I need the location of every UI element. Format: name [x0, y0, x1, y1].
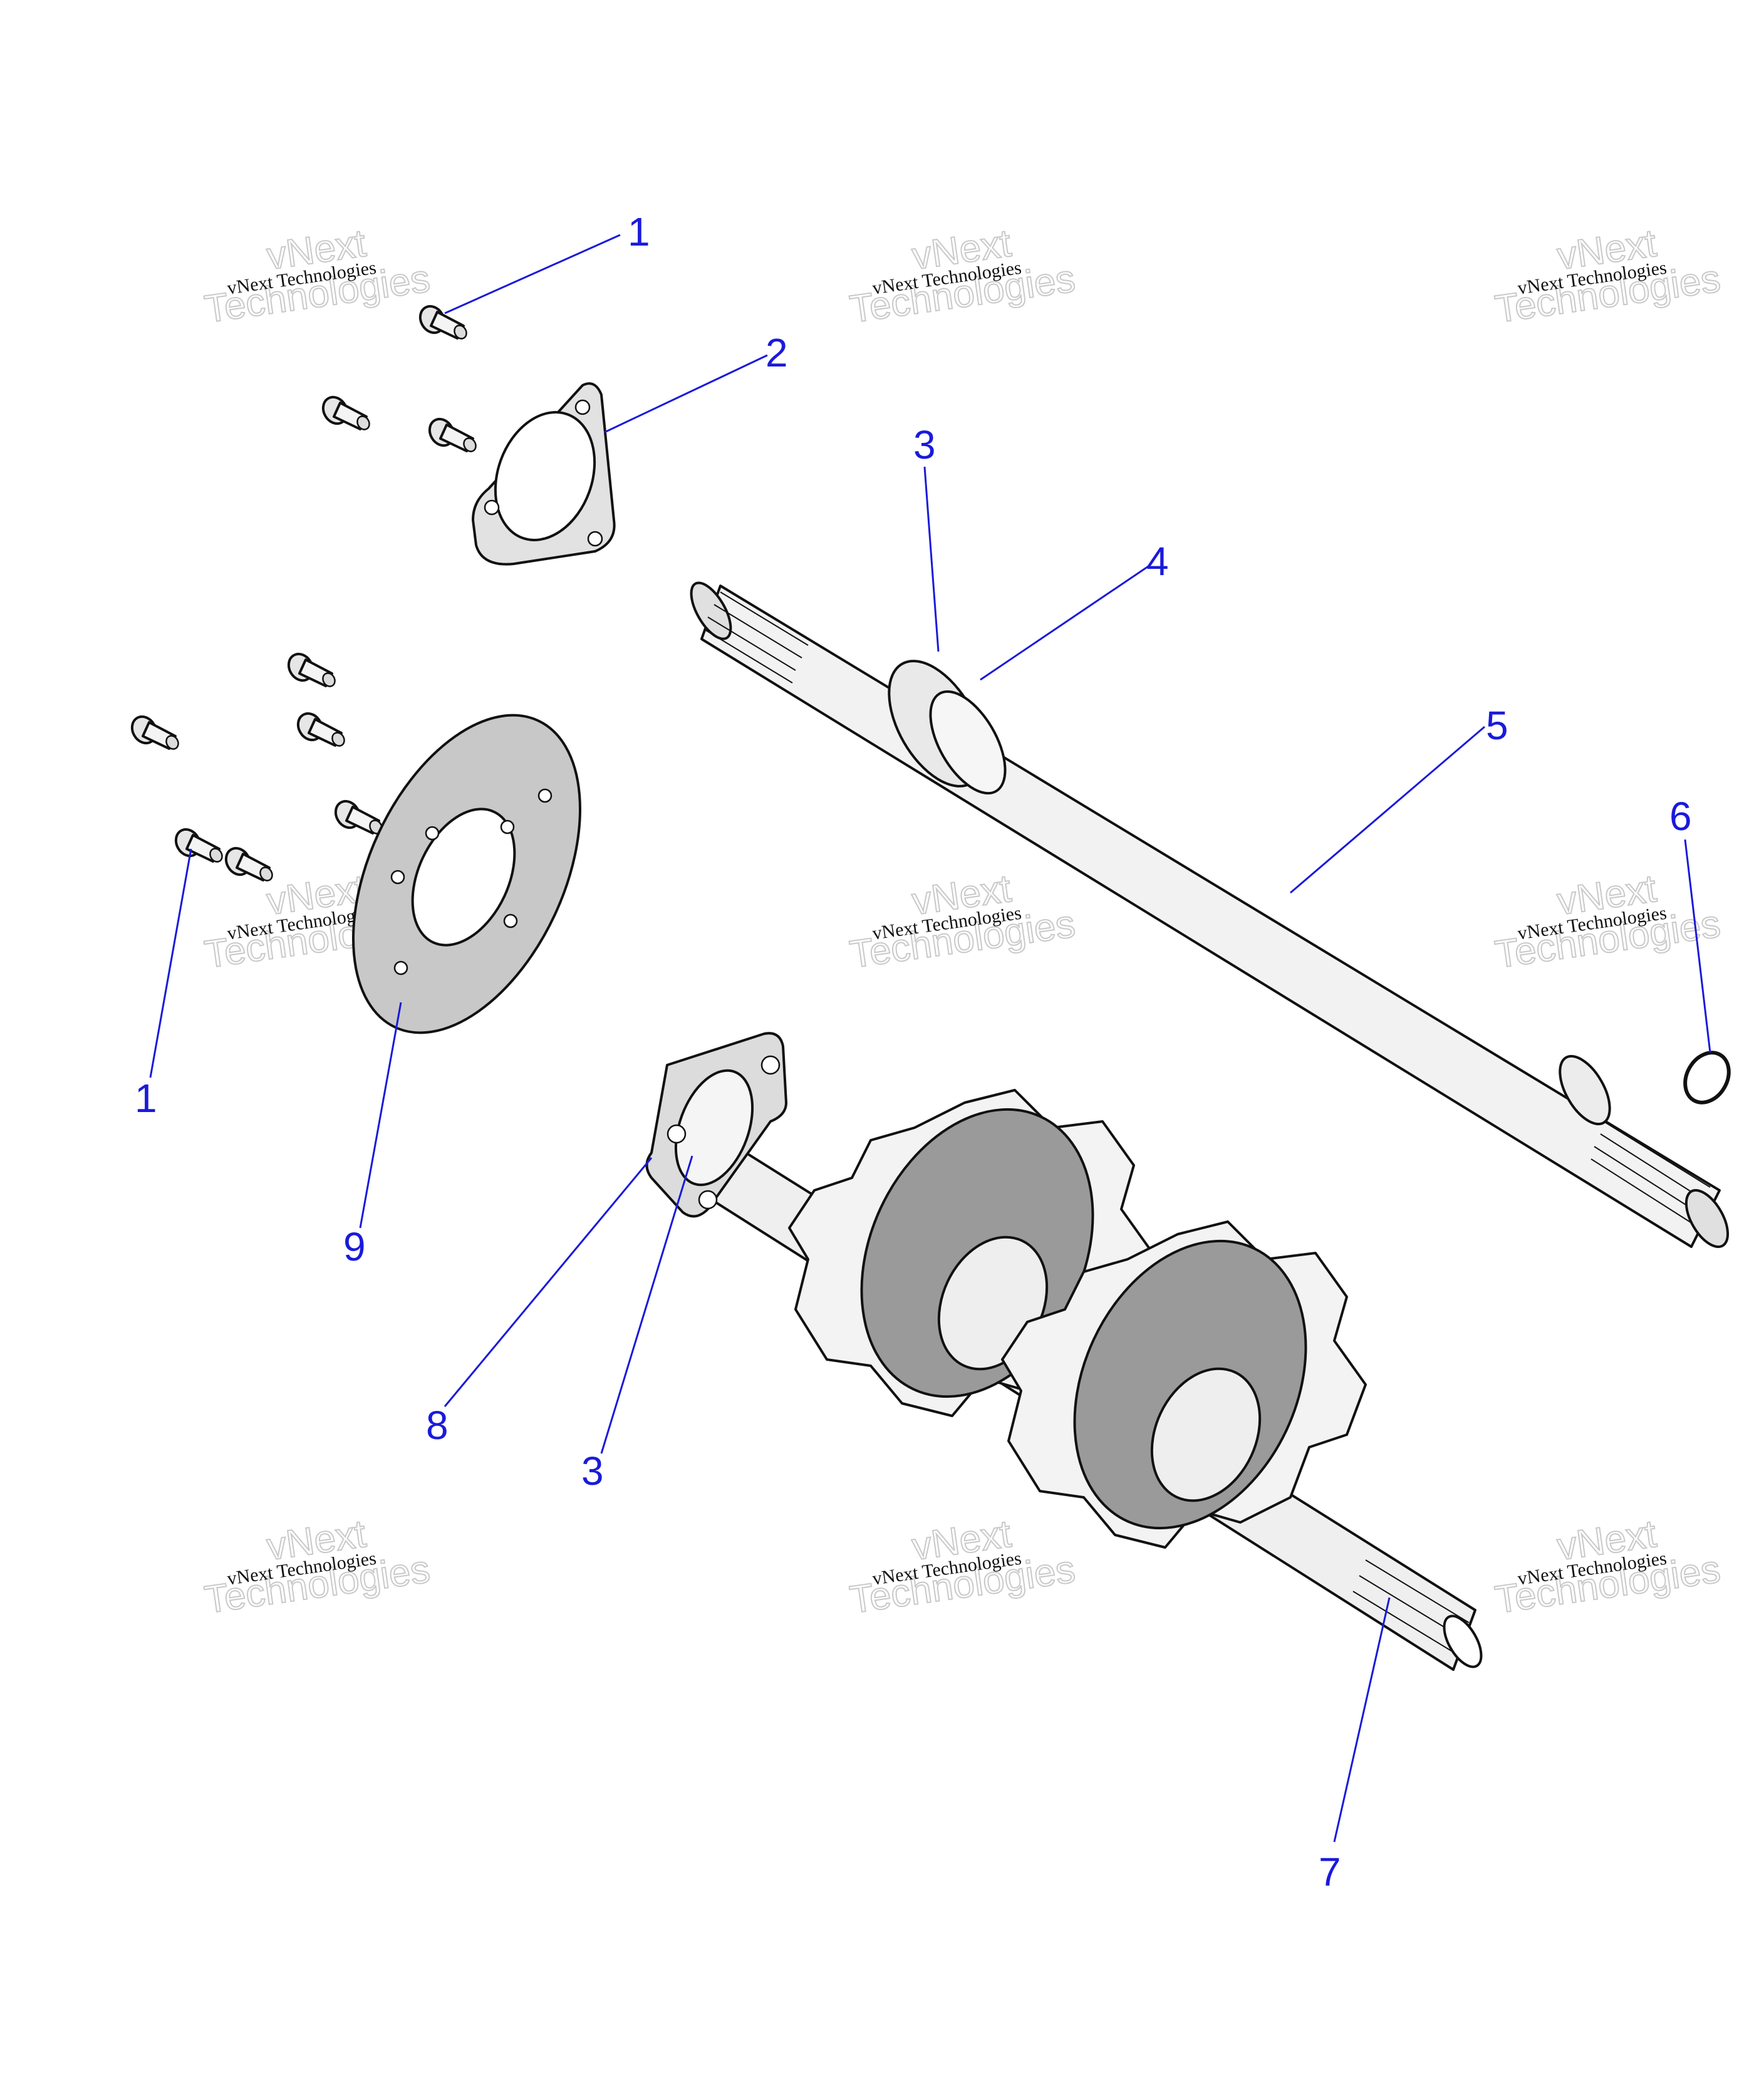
leader-5	[1290, 725, 1485, 894]
shaft-flange	[645, 1032, 787, 1218]
bolt	[317, 391, 373, 434]
callout-5: 5	[1486, 703, 1508, 748]
leader-3b	[600, 1155, 693, 1454]
leader-6	[1684, 839, 1711, 1053]
callout-4: 4	[1146, 539, 1169, 584]
leader-9	[359, 1002, 402, 1229]
leader-1b	[149, 848, 192, 1078]
callout-1-left: 1	[135, 1076, 157, 1121]
bolt	[283, 648, 339, 690]
bolt	[220, 842, 276, 885]
leader-lines	[149, 234, 1711, 1843]
bolt-group-lower	[126, 648, 386, 885]
callout-1-top: 1	[628, 209, 650, 254]
callout-7: 7	[1319, 1849, 1341, 1895]
bolt	[170, 823, 226, 866]
leader-3a	[923, 466, 940, 652]
drive-shaft-assembly	[645, 1032, 1483, 1671]
leader-1a	[444, 234, 621, 315]
leader-2	[604, 354, 768, 434]
leader-8	[444, 1157, 653, 1407]
jackshaft	[690, 581, 1730, 1249]
leader-7	[1333, 1597, 1391, 1843]
bolt	[423, 413, 480, 455]
backing-plate	[352, 714, 581, 1034]
leader-4	[980, 564, 1151, 681]
callout-3-bottom: 3	[581, 1448, 604, 1494]
callout-6: 6	[1669, 794, 1692, 839]
bolt	[126, 710, 182, 753]
callout-labels: 1 2 3 4 5 6 1 9 8 3 7	[135, 209, 1692, 1895]
bolt-group-upper	[317, 300, 480, 455]
bolt	[329, 795, 386, 838]
callout-3-top: 3	[913, 422, 936, 467]
bearing-flange-plate	[472, 382, 616, 566]
bolt	[414, 300, 470, 343]
callout-8: 8	[426, 1403, 449, 1448]
o-ring	[1683, 1051, 1731, 1105]
bolt	[292, 707, 348, 750]
callout-9: 9	[343, 1224, 366, 1269]
sprocket	[1001, 1220, 1367, 1549]
callout-2: 2	[765, 330, 788, 375]
